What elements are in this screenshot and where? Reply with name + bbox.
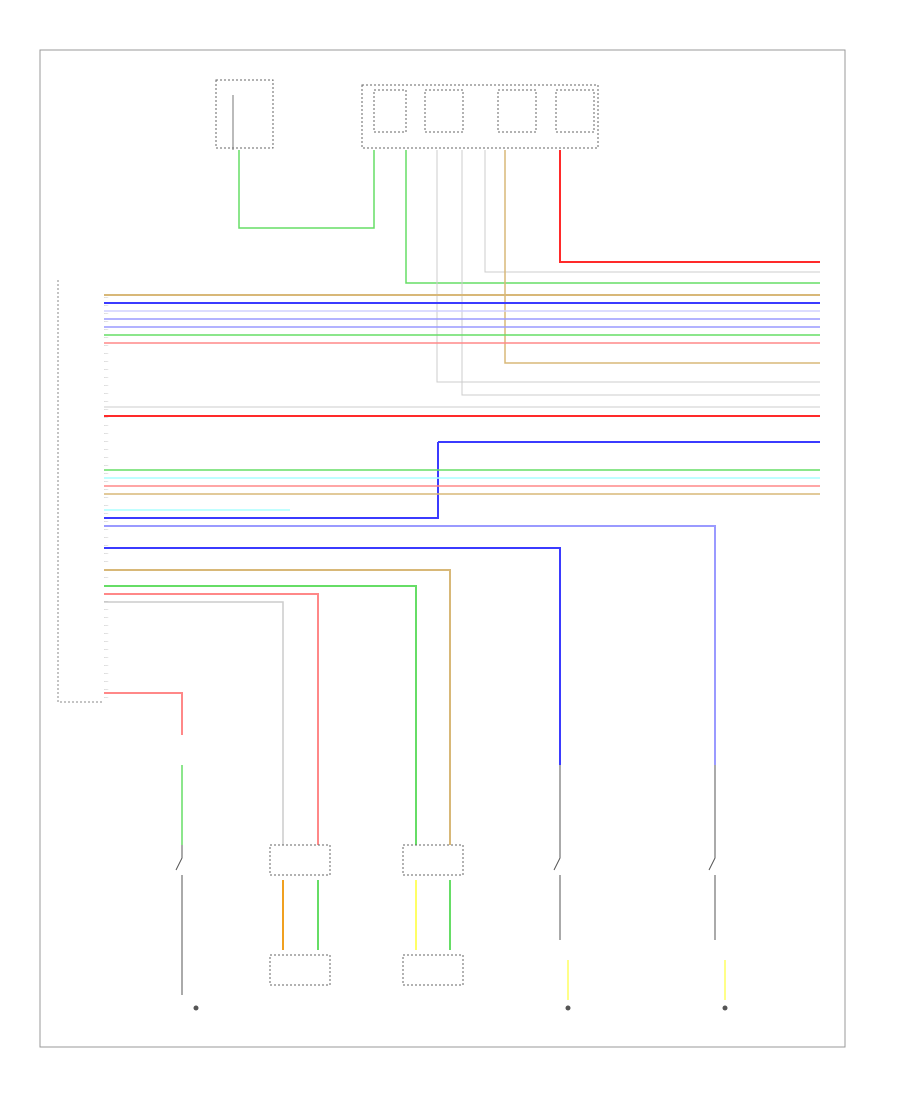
svg-text:----: ---- (104, 399, 108, 403)
wire-red-seat-left (104, 692, 183, 735)
wire-green-top-loop (238, 150, 375, 229)
svg-text:----: ---- (104, 455, 108, 459)
unit-left (215, 79, 274, 150)
control-unit (57, 280, 104, 703)
svg-text:----: ---- (104, 663, 108, 667)
wire-red-top (559, 150, 820, 263)
svg-text:----: ---- (104, 519, 108, 523)
svg-text:----: ---- (104, 383, 108, 387)
door-sensor-right (402, 844, 464, 986)
svg-text:----: ---- (104, 503, 108, 507)
svg-text:----: ---- (104, 391, 108, 395)
svg-text:----: ---- (104, 479, 108, 483)
harness-bundle (104, 294, 820, 519)
svg-text:----: ---- (104, 487, 108, 491)
sensor-right (708, 765, 728, 1011)
pin-label-column: ---- ---- ---- ---- ---- ---- ---- ---- ---- -… (104, 295, 108, 699)
svg-text:----: ---- (104, 495, 108, 499)
wire-tan-door-right (104, 569, 451, 845)
seat-switch-right (553, 765, 571, 1011)
wire-gray-top-b (461, 150, 820, 396)
svg-text:----: ---- (104, 407, 108, 411)
svg-text:----: ---- (104, 695, 108, 699)
svg-text:----: ---- (104, 679, 108, 683)
wire-gray-top-a (436, 150, 820, 383)
svg-text:----: ---- (104, 463, 108, 467)
svg-text:----: ---- (104, 447, 108, 451)
svg-text:----: ---- (104, 687, 108, 691)
svg-text:----: ---- (104, 471, 108, 475)
seat-switch-left (175, 845, 199, 1011)
door-sensor-left (269, 844, 331, 986)
svg-text:----: ---- (104, 527, 108, 531)
svg-text:----: ---- (104, 551, 108, 555)
svg-text:----: ---- (104, 351, 108, 355)
svg-text:----: ---- (104, 335, 108, 339)
svg-text:----: ---- (104, 367, 108, 371)
svg-text:----: ---- (104, 343, 108, 347)
svg-text:----: ---- (104, 535, 108, 539)
svg-text:----: ---- (104, 575, 108, 579)
svg-text:----: ---- (104, 631, 108, 635)
svg-text:----: ---- (104, 439, 108, 443)
svg-text:----: ---- (104, 311, 108, 315)
wire-gray-door-left (104, 601, 284, 845)
svg-text:----: ---- (104, 359, 108, 363)
wire-green-door-right (104, 585, 417, 845)
svg-text:----: ---- (104, 647, 108, 651)
svg-text:----: ---- (104, 607, 108, 611)
svg-text:----: ---- (104, 559, 108, 563)
svg-text:----: ---- (104, 615, 108, 619)
svg-text:----: ---- (104, 599, 108, 603)
unit-right (361, 84, 599, 149)
wire-blue-seat-right (104, 547, 561, 765)
wire-lilac-sensor-right (104, 525, 716, 765)
svg-text:----: ---- (104, 327, 108, 331)
wire-gray-top-c (484, 150, 820, 273)
svg-text:----: ---- (104, 671, 108, 675)
diagram-frame (39, 49, 846, 1048)
svg-text:----: ---- (104, 511, 108, 515)
svg-text:----: ---- (104, 303, 108, 307)
wire-pink-door-left (104, 593, 319, 845)
svg-text:----: ---- (104, 639, 108, 643)
svg-text:----: ---- (104, 423, 108, 427)
svg-text:----: ---- (104, 319, 108, 323)
svg-text:----: ---- (104, 623, 108, 627)
svg-text:----: ---- (104, 375, 108, 379)
wire-tan-top (504, 150, 820, 364)
svg-text:----: ---- (104, 431, 108, 435)
svg-text:----: ---- (104, 655, 108, 659)
wire-green-top (405, 150, 820, 284)
svg-text:----: ---- (104, 543, 108, 547)
svg-text:----: ---- (104, 295, 108, 299)
